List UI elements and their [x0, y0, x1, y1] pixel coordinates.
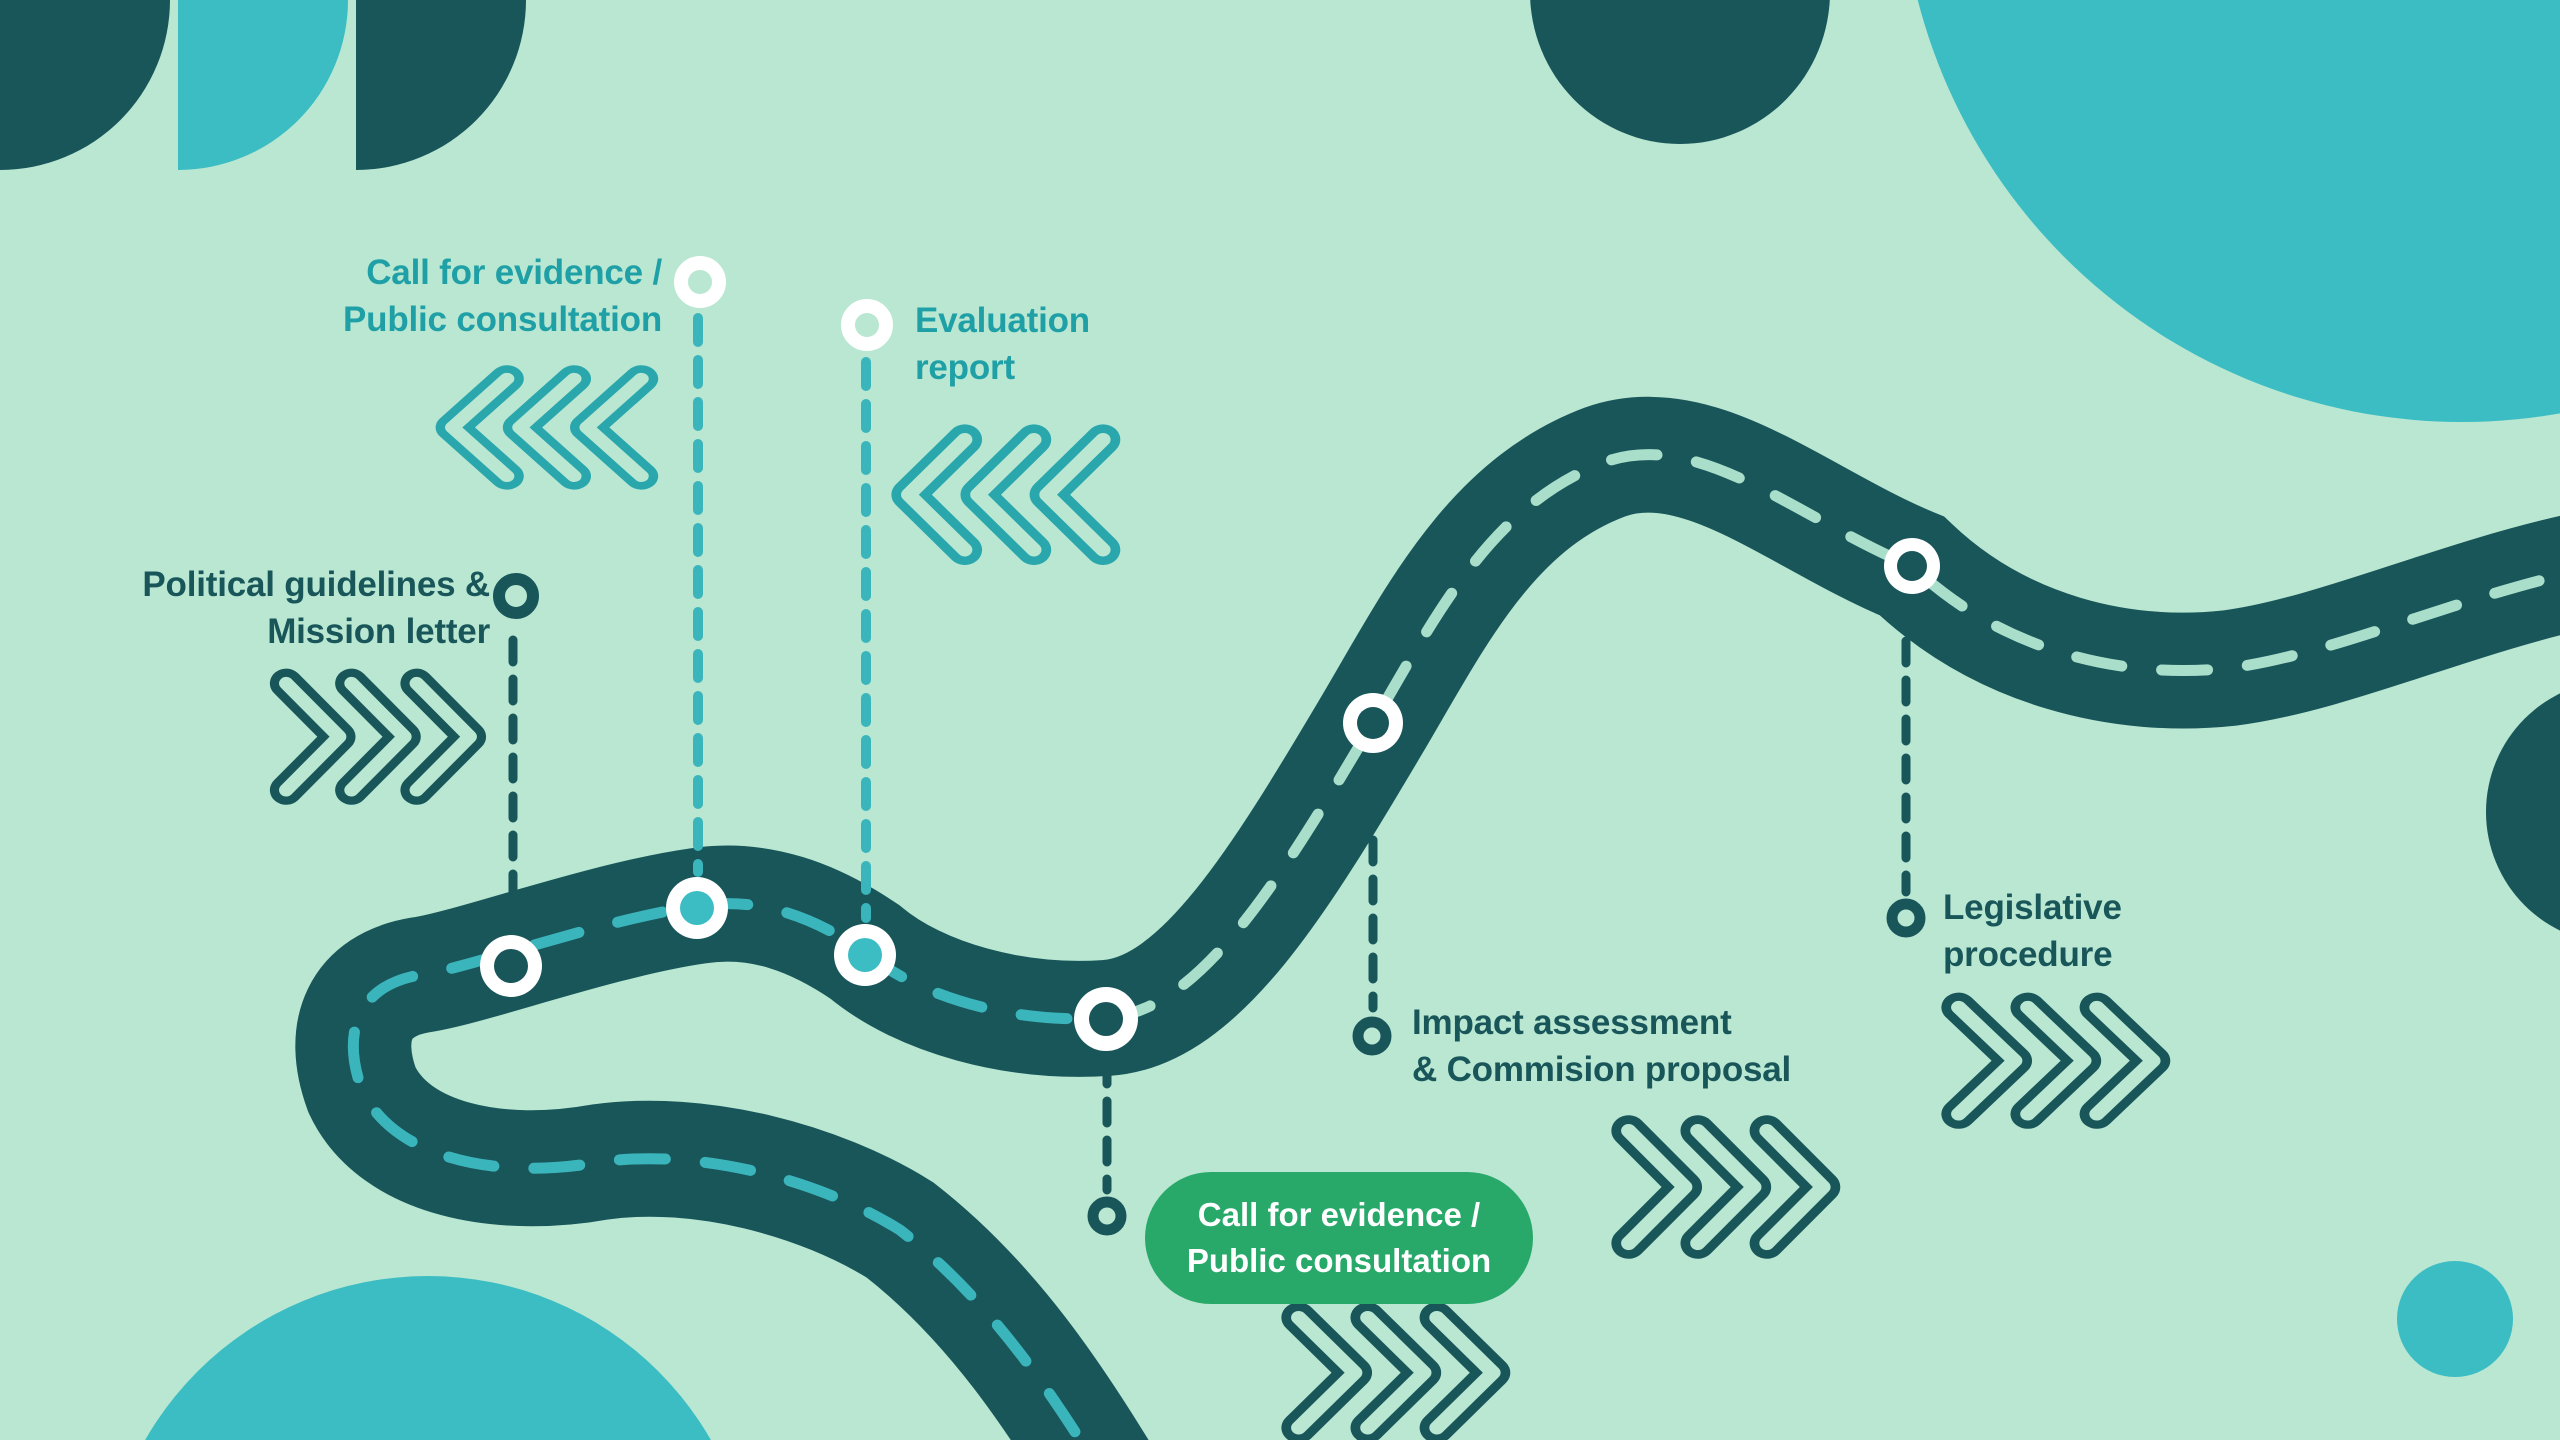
road-centerline-teal	[347, 898, 1112, 1440]
decor-petal-row	[0, 0, 526, 170]
label-evaluation-line1: Evaluation	[915, 301, 1090, 340]
road-marker-pill	[1074, 987, 1138, 1051]
petal-turquoise	[178, 0, 348, 170]
road-marker-call-top	[666, 877, 728, 939]
label-impact-line2: & Commision proposal	[1412, 1049, 1792, 1089]
pill-line1: Call for evidence /	[1197, 1195, 1481, 1233]
decor-dark-halfcircle-right	[2486, 693, 2560, 931]
road-marker-evaluation	[834, 924, 896, 986]
decor-turquoise-circle-bottomright	[2397, 1261, 2513, 1377]
label-legislative-line2: procedure	[1943, 934, 2113, 974]
label-evaluation-report: Evaluation report	[915, 298, 1215, 392]
petal-dark-1	[0, 0, 170, 170]
road-centerline-pale	[1100, 449, 2560, 1024]
chevrons-legislative-icon	[1959, 1007, 2153, 1114]
pill-line2: Public consultation	[1186, 1242, 1492, 1279]
label-ring-pill	[1087, 1196, 1127, 1236]
decor-turquoise-circle-topright	[1917, 0, 2560, 422]
label-political-line1: Political guidelines &	[142, 565, 490, 604]
road-marker-legislative	[1884, 538, 1940, 594]
label-ring-impact	[1352, 1016, 1392, 1056]
petal-dark-2	[356, 0, 526, 170]
decor-dark-halfcircle-top	[1530, 0, 1830, 144]
label-call-for-evidence-pill: Call for evidence / Public consultation	[1145, 1172, 1533, 1304]
chevrons-political-icon	[286, 683, 470, 790]
road-marker-impact	[1343, 693, 1403, 753]
label-call-top-line1: Call for evidence /	[366, 253, 662, 292]
label-impact-line1: Impact assessment	[1412, 1003, 1732, 1042]
label-evaluation-line2: report	[915, 347, 1015, 387]
label-ring-call-top	[674, 256, 726, 308]
label-call-for-evidence-top: Call for evidence / Public consultation	[300, 250, 662, 344]
label-impact-assessment: Impact assessment & Commision proposal	[1412, 1000, 1872, 1094]
label-ring-legislative	[1886, 898, 1926, 938]
label-political-line2: Mission letter	[267, 611, 490, 651]
label-ring-political	[493, 573, 539, 619]
label-political-guidelines: Political guidelines & Mission letter	[70, 562, 490, 656]
chevrons-evaluation-icon	[909, 440, 1103, 550]
chevrons-pill-icon	[1299, 1318, 1493, 1428]
label-ring-evaluation	[841, 299, 893, 351]
decor-turquoise-circle-bottomleft	[145, 1276, 711, 1440]
label-call-top-line2: Public consultation	[343, 299, 662, 339]
chevrons-impact-icon	[1629, 1131, 1823, 1244]
chevrons-call-top-icon	[452, 379, 641, 476]
label-legislative-procedure: Legislative procedure	[1943, 885, 2243, 979]
label-legislative-line1: Legislative	[1943, 888, 2122, 927]
road-marker-political	[480, 935, 542, 997]
